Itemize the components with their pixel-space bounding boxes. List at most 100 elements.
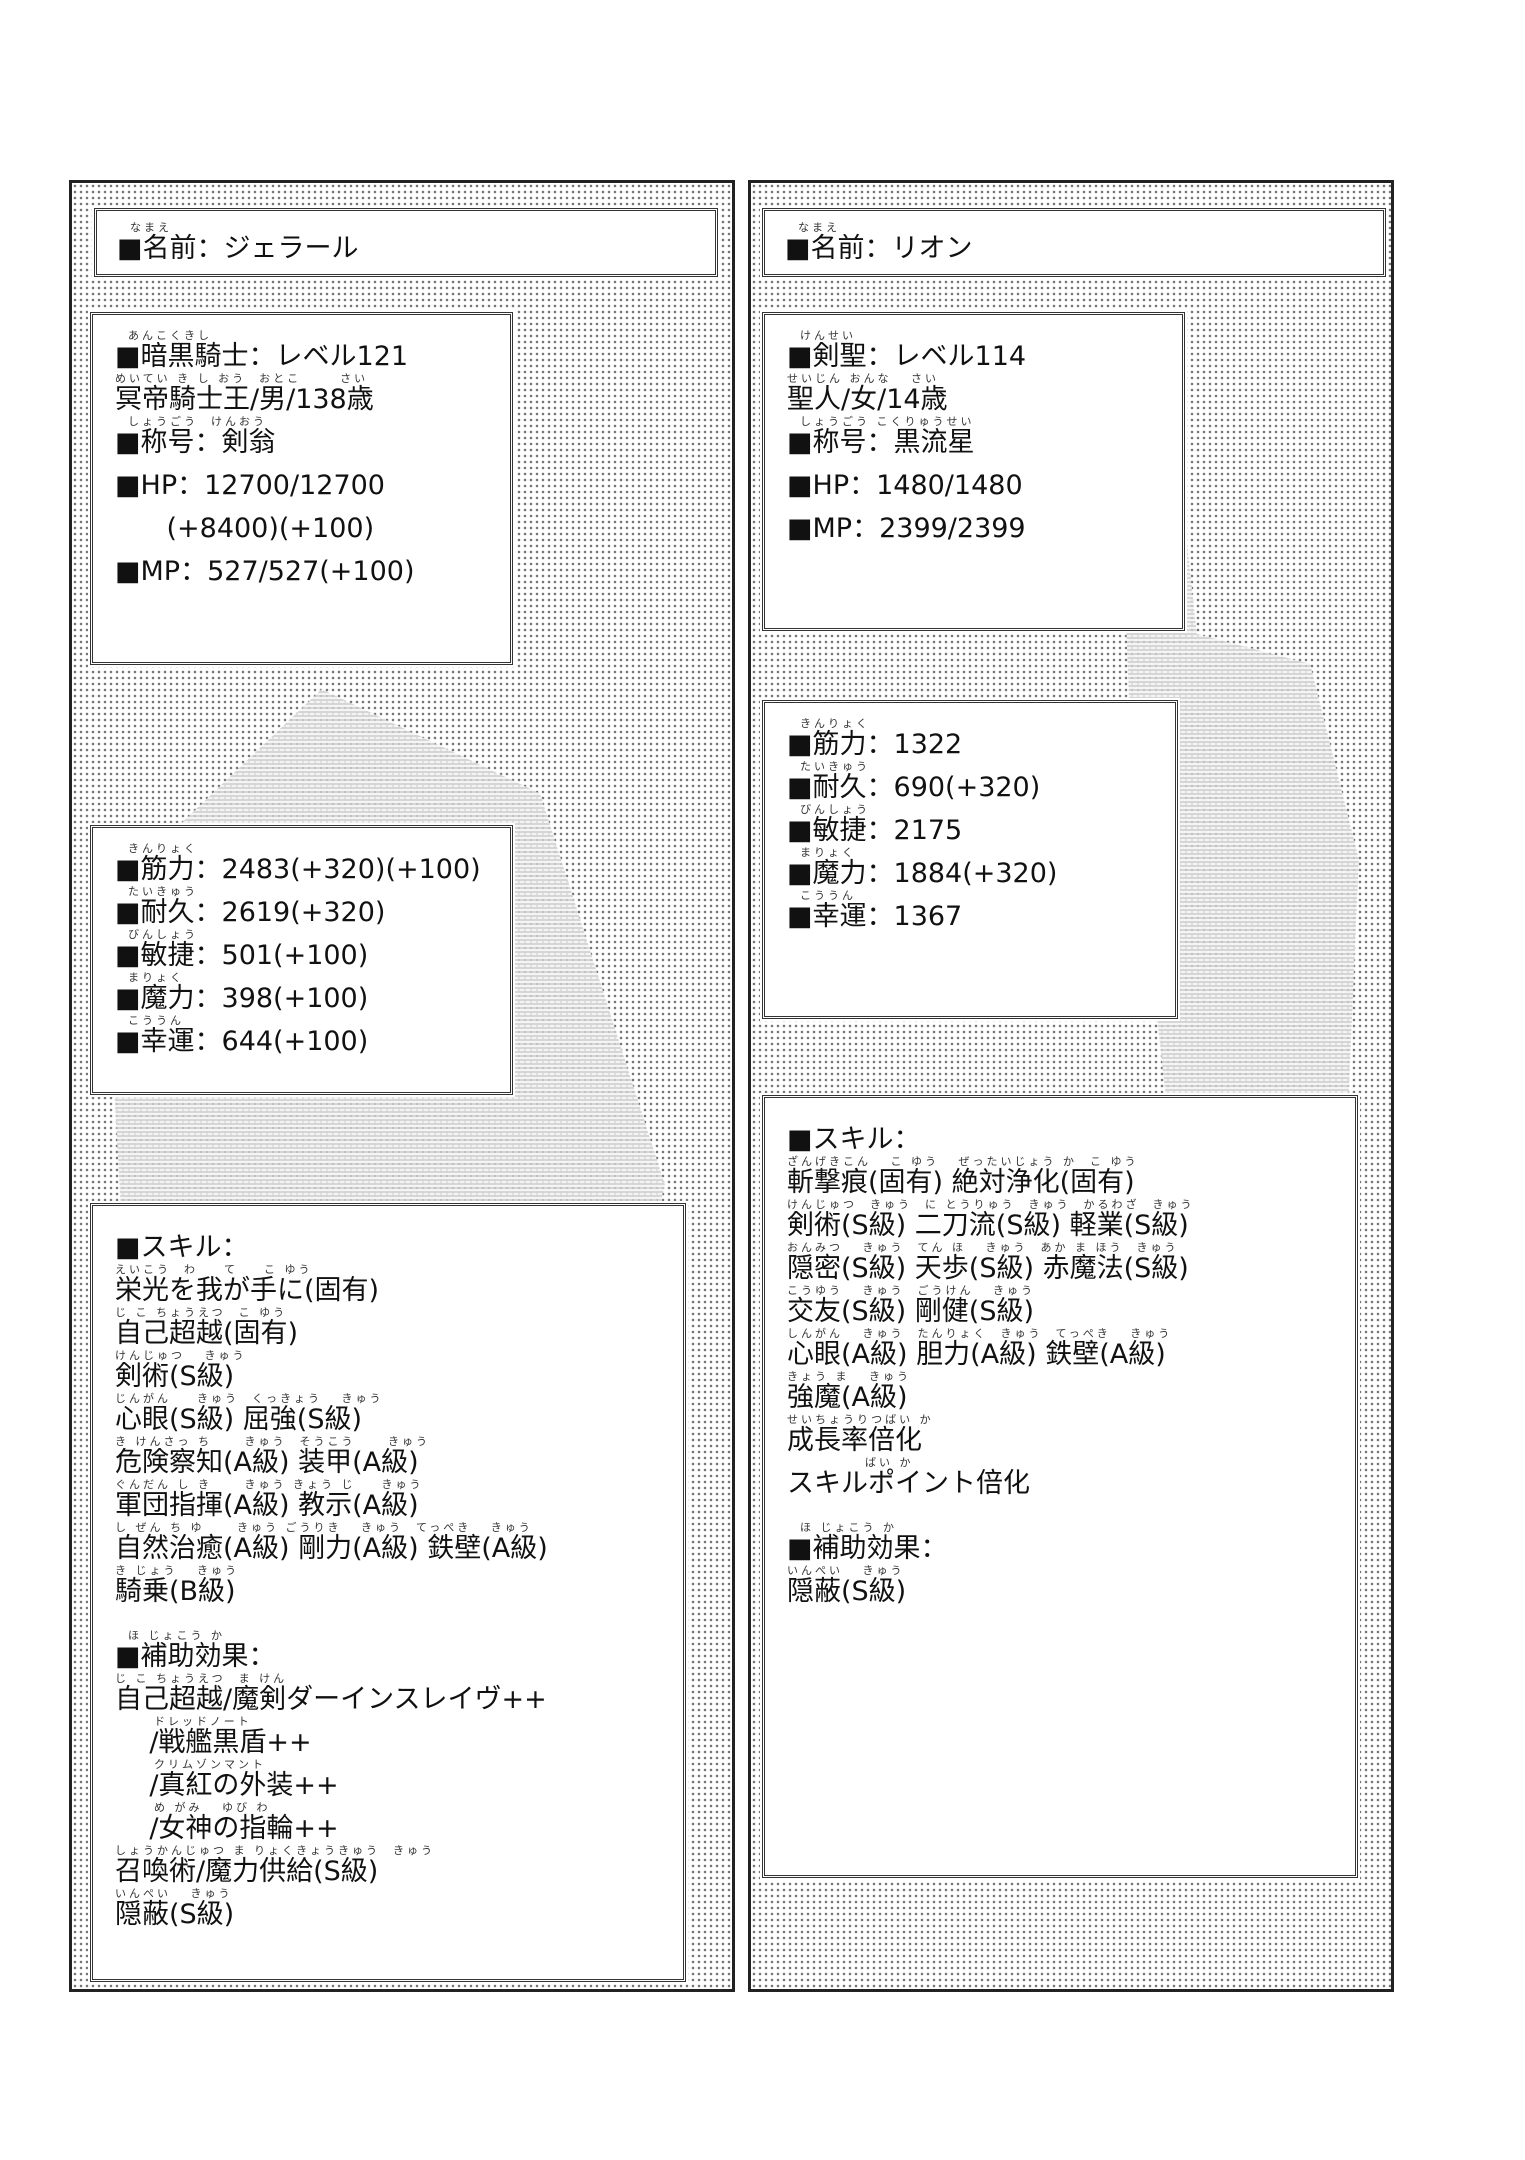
stat-line: 心眼(S級) 屈強(S級) [115,1404,362,1435]
furigana: きょう ま きゅう [787,1370,911,1383]
furigana: し ぜん ち ゆ きゅう ごうりき きゅう てっぺき きゅう [115,1521,533,1534]
furigana: ざんげきこん こ ゆう ぜったいじょう か こ ゆう [787,1155,1139,1168]
stat-line: ■耐久：2619(+320) [115,897,386,928]
stat-line: ■魔力：398(+100) [115,983,369,1014]
furigana: ほ じょこう か [787,1521,897,1534]
furigana: じ こ ちょうえつ こ ゆう [115,1306,288,1319]
name-ruby: なまえ [785,221,840,234]
stat-line: ■魔力：1884(+320) [787,858,1058,889]
stat-line: 隠蔽(S級) [787,1576,907,1607]
stat-line: (+8400)(+100) [115,513,375,544]
stat-line: 自己超越/魔剣ダーインスレイヴ++ [115,1684,547,1715]
furigana: しょうごう こくりゅうせい [787,415,975,428]
furigana: きんりょく [115,842,198,855]
stat-line: /戦艦黒盾++ [115,1727,312,1758]
furigana: えいこう わ て こ ゆう [115,1263,313,1276]
stat-line: 栄光を我が手に(固有) [115,1275,380,1306]
right-name-box: なまえ ■名前：リオン [762,208,1386,277]
stat-line: 心眼(A級) 胆力(A級) 鉄壁(A級) [787,1339,1166,1370]
furigana: め がみ ゆび わ [115,1801,271,1814]
stat-line: 自己超越(固有) [115,1318,299,1349]
stat-line: ■幸運：1367 [787,901,963,932]
stat-line: 冥帝騎士王/男/138歳 [115,384,374,415]
stat-line: ■補助効果： [115,1641,276,1672]
stat-line: 自然治癒(A級) 剛力(A級) 鉄壁(A級) [115,1533,548,1564]
furigana: いんぺい きゅう [115,1887,233,1900]
furigana: たいきゅう [115,885,198,898]
stat-line: 軍団指揮(A級) 教示(A級) [115,1490,419,1521]
furigana: まりょく [787,846,856,859]
furigana: せいじん おんな さい [787,372,939,385]
stat-line: 騎乗(B級) [115,1576,236,1607]
stat-line: ■スキル： [115,1232,249,1263]
furigana: おんみつ きゅう てん ほ きゅう あか ま ほう きゅう [787,1241,1179,1254]
furigana: しんがん きゅう たんりょく きゅう てっぺき きゅう [787,1327,1173,1340]
stat-line: ■筋力：2483(+320)(+100) [115,854,481,885]
section-gap [115,1607,661,1629]
furigana: き じょう きゅう [115,1564,239,1577]
furigana: ほ じょこう か [115,1629,225,1642]
stat-line: ■幸運：644(+100) [115,1026,369,1057]
section-gap [787,1499,1333,1521]
stat-line: 成長率倍化 [787,1425,922,1456]
stat-line: ■敏捷：2175 [787,815,963,846]
furigana: せいちょうりつばい か [787,1413,934,1426]
furigana: たいきゅう [787,760,870,773]
furigana: けんじゅつ きゅう に とうりゅう きゅう かるわざ きゅう [787,1198,1195,1211]
right-skills-box: ■スキル：ざんげきこん こ ゆう ぜったいじょう か こ ゆう斬撃痕(固有) 絶… [762,1095,1358,1878]
stat-line: ■暗黒騎士：レベル121 [115,341,409,372]
stat-line: ■補助効果： [787,1533,948,1564]
furigana: ドレッドノート [115,1715,252,1728]
furigana: まりょく [115,971,184,984]
stat-line: 強魔(A級) [787,1382,908,1413]
furigana: じんがん きゅう くっきょう きゅう [115,1392,384,1405]
furigana: き けんさっ ち きゅう そうこう きゅう [115,1435,430,1448]
furigana: こううん [115,1014,184,1027]
stat-line: ■MP：2399/2399 [787,513,1026,544]
stat-line: ■称号：剣翁 [115,427,276,458]
stat-line: ■スキル： [787,1124,921,1155]
furigana: めいてい き し おう おとこ さい [115,372,369,385]
furigana: きんりょく [787,717,870,730]
stat-line: 召喚術/魔力供給(S級) [115,1856,379,1887]
left-attributes-box: きんりょく■筋力：2483(+320)(+100) たいきゅう■耐久：2619(… [90,825,513,1095]
furigana: しょうごう けんおう [115,415,267,428]
furigana: クリムゾンマント [115,1758,266,1771]
stat-line: ■敏捷：501(+100) [115,940,369,971]
right-attributes-box: きんりょく■筋力：1322 たいきゅう■耐久：690(+320) びんしょう■敏… [762,700,1178,1019]
furigana: こうゆう きゅう ごうけん きゅう [787,1284,1035,1297]
furigana: ぐんだん し き きゅう きょう じ きゅう [115,1478,424,1491]
furigana: びんしょう [115,928,198,941]
furigana: けんせい [787,329,856,342]
stat-line: 隠密(S級) 天歩(S級) 赤魔法(S級) [787,1253,1189,1284]
left-name-box: なまえ ■名前：ジェラール [94,208,718,277]
stat-line: 斬撃痕(固有) 絶対浄化(固有) [787,1167,1135,1198]
furigana: じ こ ちょうえつ ま けん [115,1672,288,1685]
stat-line: ■称号：黒流星 [787,427,975,458]
stat-line: 剣術(S級) [115,1361,235,1392]
stat-line: 危険察知(A級) 装甲(A級) [115,1447,419,1478]
furigana: あんこくきし [115,329,212,342]
left-skills-box: ■スキル：えいこう わ て こ ゆう栄光を我が手に(固有)じ こ ちょうえつ こ… [90,1203,686,1982]
stat-line: /真紅の外装++ [115,1770,339,1801]
stat-line: 隠蔽(S級) [115,1899,235,1930]
stat-line: ■MP：527/527(+100) [115,556,415,587]
stat-line: /女神の指輪++ [115,1813,339,1844]
stat-line: スキルポイント倍化 [787,1468,1030,1499]
stat-line: ■筋力：1322 [787,729,963,760]
furigana: しょうかんじゅつ ま りょくきょうきゅう きゅう [115,1844,435,1857]
furigana: けんじゅつ きゅう [115,1349,247,1362]
name-ruby: なまえ [117,221,172,234]
character-name: ■名前：リオン [785,233,973,264]
stat-line: 聖人/女/14歳 [787,384,948,415]
furigana: こううん [787,889,856,902]
stat-line: ■HP：12700/12700 [115,470,385,501]
stat-line: ■HP：1480/1480 [787,470,1023,501]
stat-line: ■耐久：690(+320) [787,772,1041,803]
furigana: びんしょう [787,803,870,816]
stat-line: ■剣聖：レベル114 [787,341,1027,372]
stat-line: 交友(S級) 剛健(S級) [787,1296,1034,1327]
furigana: ばい か [787,1456,914,1469]
